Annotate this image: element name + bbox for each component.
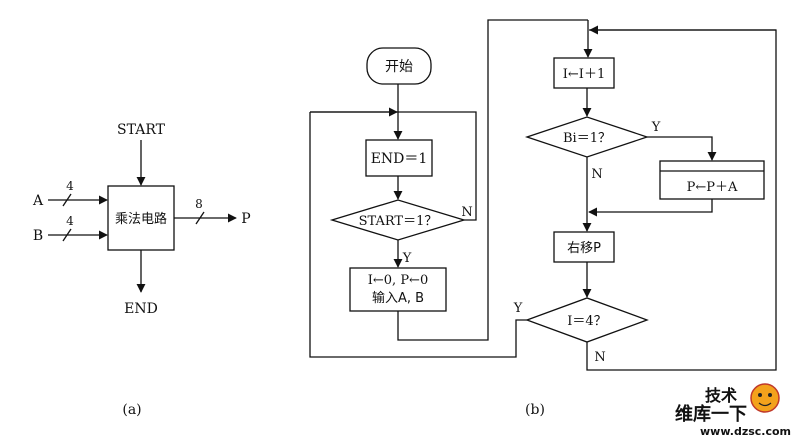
end-label: END [124,301,158,317]
bit-yes-label: Y [651,120,661,135]
bus-out-slash [195,211,205,225]
shift-label: 右移P [567,241,601,256]
input-b-label: B [33,228,43,244]
mascot-eye-right-icon [768,393,772,397]
mascot-smile-icon [758,402,772,407]
loop-check-diamond [525,297,649,343]
panel-b-connectors [309,19,777,371]
output-label: P [241,211,250,227]
init-line1: I←0, P←0 [368,273,428,288]
loop-no-label: N [594,350,605,365]
end-set-label: END＝1 [371,151,428,167]
watermark-url: www.dzsc.com [700,425,791,438]
start-yes-label: Y [402,251,412,266]
bit-no-label: N [591,167,602,182]
loop-check-label: I＝4？ [567,314,606,329]
watermark-logo: 技术 维库一下 www.dzsc.com [675,383,791,438]
flow-loop-yes-return [309,112,527,358]
multiplier-block [107,185,175,251]
start-check-label: START＝1？ [359,214,438,229]
panel-b-shapes [329,47,765,343]
increment-box [553,57,615,89]
bus-b-slash [62,228,72,242]
bit-check-label: Bi＝1？ [563,131,611,146]
end-set-box [365,139,433,177]
caption-b: (b) [525,402,545,418]
init-line2: 输入A, B [372,290,424,306]
panel-a [48,140,237,293]
start-no-label: N [461,205,472,220]
panel-a-labels: START A B 4 4 乘法电路 8 P END (a) [32,122,251,418]
bus-out-width: 8 [195,197,203,211]
accumulate-label: P←P＋A [687,180,738,195]
bus-a-width: 4 [66,179,74,193]
watermark-badge: 技术 [705,386,737,405]
start-label: START [117,122,166,138]
accumulate-box [659,160,765,200]
bus-b-width: 4 [66,214,74,228]
input-a-label: A [32,193,44,209]
shift-box [553,231,615,263]
flow-bit-yes [647,136,717,161]
increment-label: I←I＋1 [563,67,605,82]
multiplier-label: 乘法电路 [115,211,167,227]
mascot-eye-left-icon [758,393,762,397]
panel-b-labels: 开始 END＝1 START＝1？ N Y I←0, P←0 输入A, B I←… [359,59,738,418]
watermark-mascot-icon [750,383,780,413]
caption-a: (a) [122,402,141,418]
flow-init-out [397,19,588,341]
begin-terminal [366,47,432,85]
watermark-brand: 维库一下 [675,403,747,425]
loop-yes-label: Y [513,301,523,316]
begin-label: 开始 [385,59,413,75]
flow-acc-merge [588,199,713,217]
bus-a-slash [62,193,72,207]
